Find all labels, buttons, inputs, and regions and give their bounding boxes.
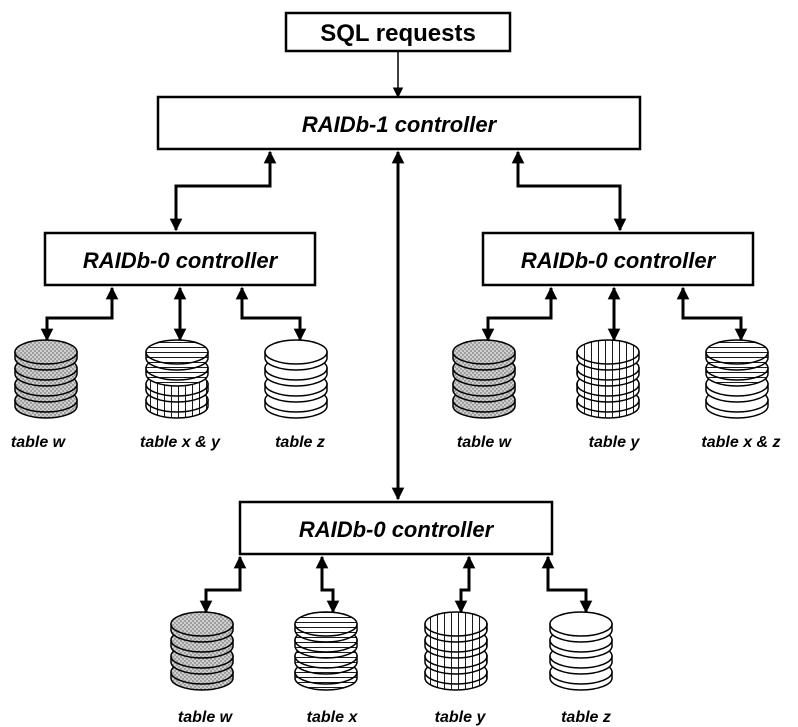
bottom-raidb0-controller-box: RAIDb-0 controller: [238, 500, 554, 556]
right-table-labels: table w table y table x & z: [457, 434, 781, 451]
bottom-stack-x: [294, 611, 358, 691]
bottom-table-label-y: table y: [435, 709, 487, 726]
bottom-stack-z: [549, 611, 613, 691]
left-table-label-xy: table x & y: [140, 434, 221, 451]
right-stack-xz: [705, 339, 769, 419]
disk-stacks: [14, 339, 769, 691]
right-stack-y: [576, 339, 640, 419]
right-connector-w: [481, 286, 558, 342]
left-connector-z: [235, 286, 307, 342]
sql-requests-box: SQL requests: [284, 11, 512, 53]
bottom-connector-y: [454, 555, 476, 614]
left-table-labels: table w table x & y table z: [11, 434, 325, 451]
disk-platter: [170, 611, 234, 637]
raidb1-right-connector: [511, 150, 627, 232]
bottom-table-labels: table w table x table y table z: [178, 709, 611, 726]
right-stack-w: [452, 339, 516, 419]
bottom-connector-z: [541, 555, 593, 614]
left-table-label-w: table w: [11, 434, 67, 451]
left-table-label-z: table z: [275, 434, 325, 451]
right-table-label-y: table y: [589, 434, 641, 451]
bottom-table-label-z: table z: [561, 709, 611, 726]
raidb1-left-connector: [169, 150, 277, 232]
left-raidb0-controller-box: RAIDb-0 controller: [43, 231, 317, 287]
bottom-stack-w: [170, 611, 234, 691]
bottom-stack-y: [424, 611, 488, 691]
raidb1-controller-box: RAIDb-1 controller: [156, 95, 642, 151]
disk-platter: [452, 339, 516, 365]
left-stack-xy: [145, 339, 209, 419]
disk-platter: [549, 611, 613, 637]
left-stack-w: [14, 339, 78, 419]
raidb1-controller-label: RAIDb-1 controller: [302, 112, 498, 137]
disk-platter: [264, 339, 328, 365]
disk-platter: [705, 339, 769, 365]
disk-platter: [294, 611, 358, 637]
bottom-connector-w: [199, 555, 247, 614]
bottom-raidb0-controller-label: RAIDb-0 controller: [299, 517, 495, 542]
disk-platter: [424, 611, 488, 637]
right-connector-xz: [676, 286, 748, 342]
disk-platter: [14, 339, 78, 365]
bottom-table-label-w: table w: [178, 709, 234, 726]
right-raidb0-controller-label: RAIDb-0 controller: [521, 248, 717, 273]
sql-requests-label: SQL requests: [320, 20, 476, 47]
bottom-connector-x: [315, 555, 340, 614]
left-stack-z: [264, 339, 328, 419]
right-raidb0-controller-box: RAIDb-0 controller: [481, 231, 755, 287]
right-table-label-w: table w: [457, 434, 513, 451]
right-table-label-xz: table x & z: [701, 434, 780, 451]
disk-platter: [576, 339, 640, 365]
left-connector-w: [40, 286, 119, 342]
bottom-table-label-x: table x: [307, 709, 359, 726]
left-raidb0-controller-label: RAIDb-0 controller: [83, 248, 279, 273]
disk-platter: [145, 339, 209, 365]
